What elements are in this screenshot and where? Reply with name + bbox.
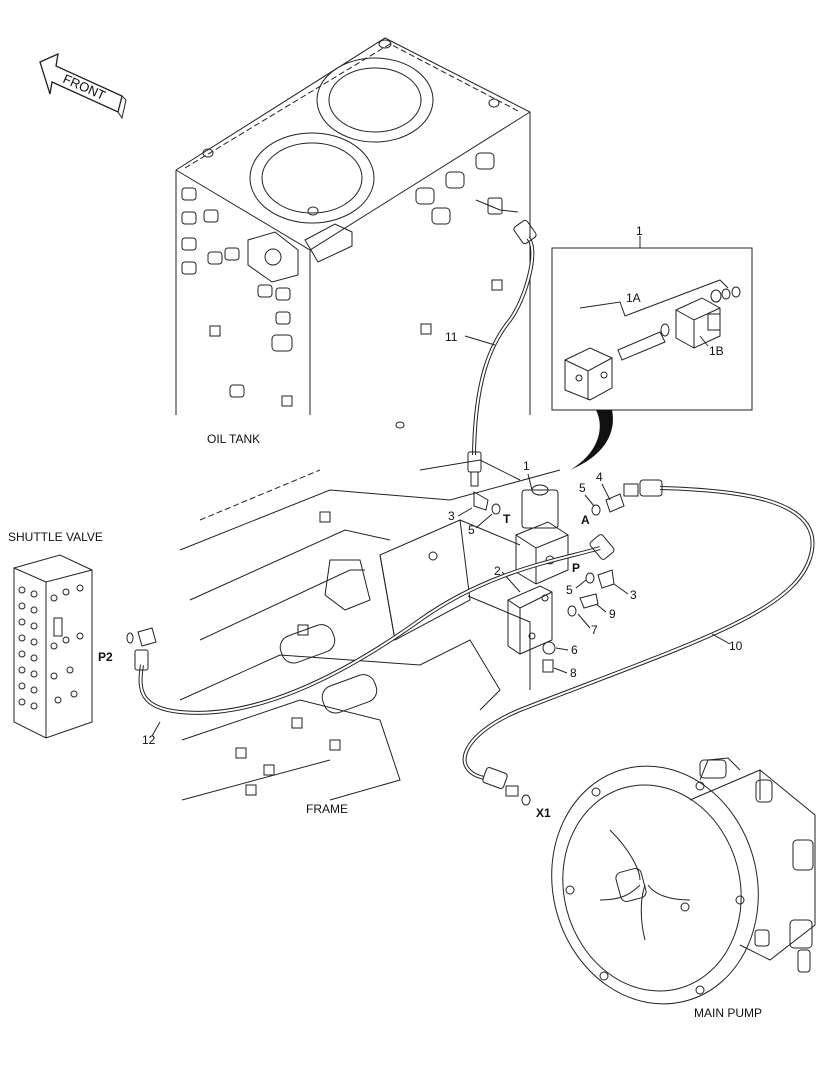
- callout-5-left: 5: [468, 523, 475, 537]
- hose-11: [467, 219, 537, 487]
- inset-detail-box: [551, 236, 753, 470]
- callout-3-right: 3: [630, 588, 637, 602]
- callout-5-right: 5: [566, 583, 573, 597]
- front-label: FRONT: [61, 71, 108, 103]
- frame-label: FRAME: [306, 802, 348, 816]
- callout-1: 1: [523, 459, 530, 473]
- oil-tank-label: OIL TANK: [207, 432, 260, 446]
- callout-7: 7: [591, 623, 598, 637]
- hose-10: [462, 479, 815, 806]
- callout-1b: 1B: [709, 344, 724, 358]
- port-x1: X1: [536, 806, 551, 820]
- callout-6: 6: [571, 643, 578, 657]
- shuttle-valve-drawing: [13, 554, 93, 739]
- callout-4: 4: [596, 470, 603, 484]
- port-p2: P2: [98, 650, 113, 664]
- oil-tank-drawing: [175, 37, 531, 429]
- port-t: T: [503, 512, 511, 526]
- solenoid-valve-assembly: [473, 484, 625, 673]
- main-pump-drawing: [551, 757, 816, 1005]
- frame-drawing: [179, 459, 561, 801]
- callout-9: 9: [609, 607, 616, 621]
- hose-12: [126, 534, 615, 715]
- callout-1a: 1A: [626, 291, 641, 305]
- main-pump-label: MAIN PUMP: [694, 1006, 762, 1020]
- callout-3-left: 3: [448, 509, 455, 523]
- shuttle-valve-label: SHUTTLE VALVE: [8, 530, 103, 544]
- callout-11: 11: [445, 330, 458, 344]
- front-arrow-icon: FRONT: [39, 52, 127, 120]
- callout-1-inset: 1: [636, 224, 643, 238]
- callout-8: 8: [570, 666, 577, 680]
- port-p: P: [572, 561, 580, 575]
- callout-12: 12: [142, 733, 156, 747]
- callout-10: 10: [729, 639, 743, 653]
- callout-5-top: 5: [579, 481, 586, 495]
- callout-2: 2: [494, 564, 501, 578]
- port-a: A: [581, 513, 590, 527]
